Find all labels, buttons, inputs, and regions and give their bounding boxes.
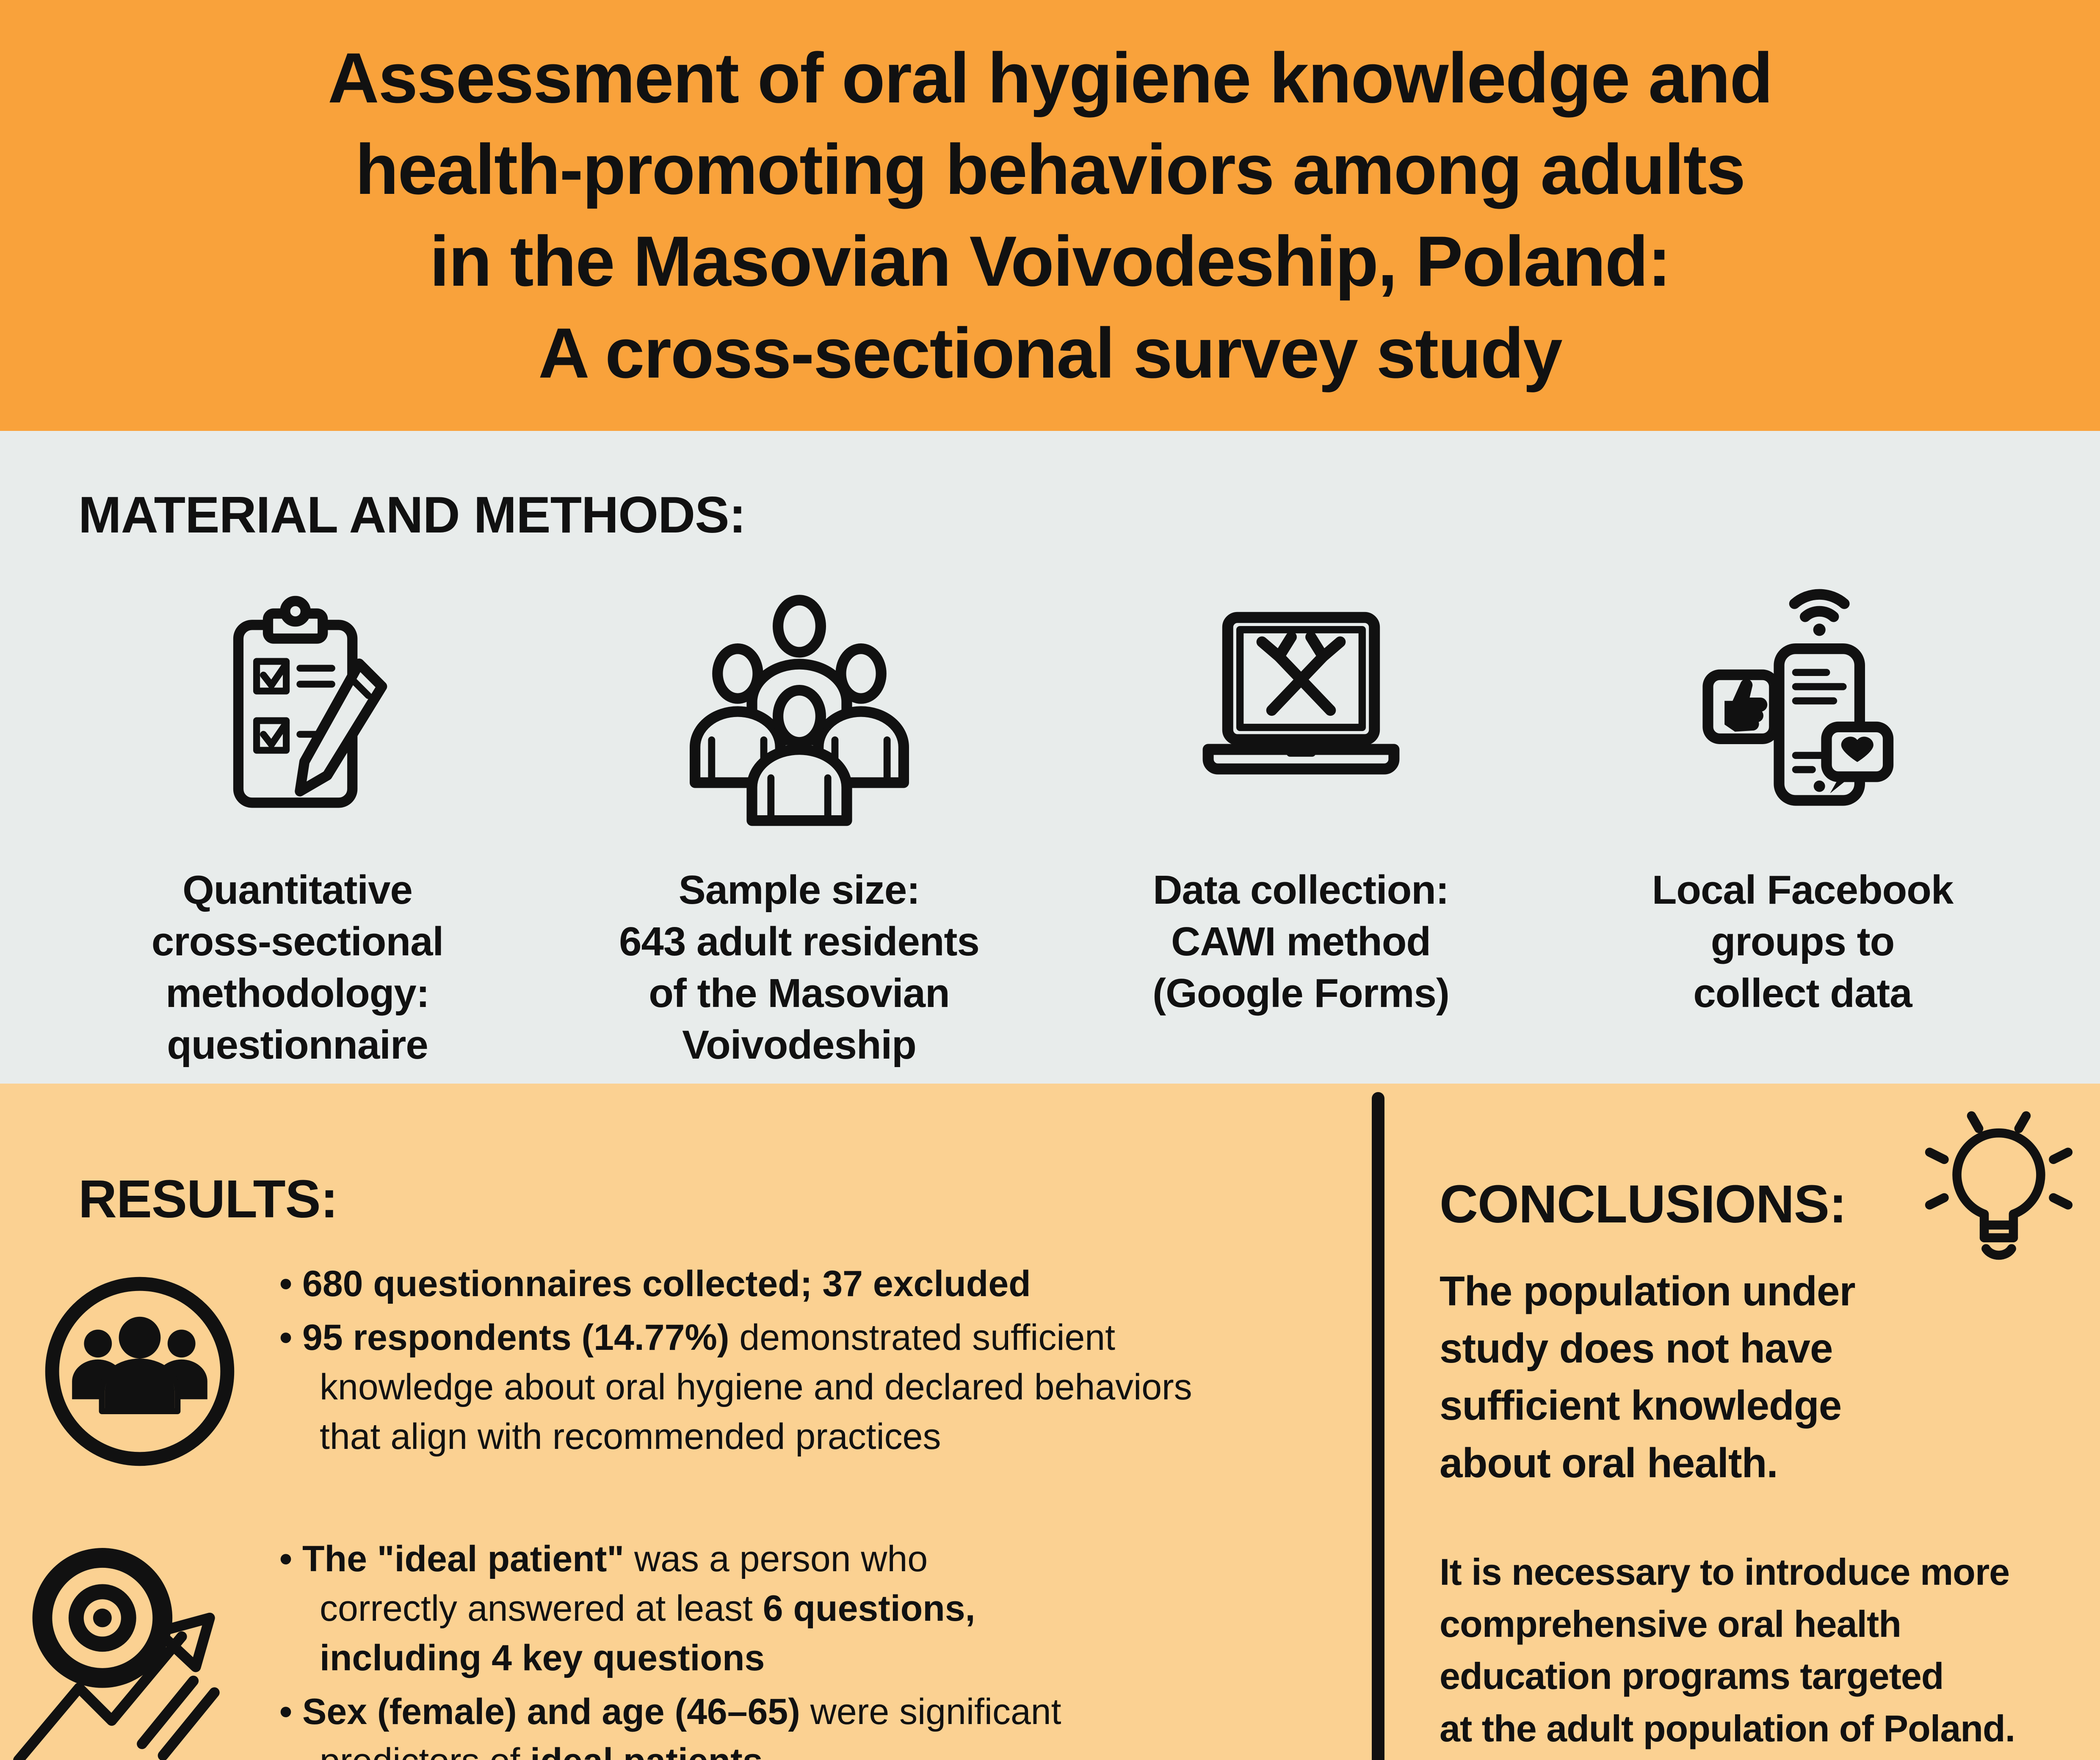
results-bullet: 95 respondents (14.77%) demonstrated suf… [279, 1313, 1338, 1462]
method-item-facebook: Local Facebook groups to collect data [1552, 574, 2053, 1071]
conclusion-paragraph-2: It is necessary to introduce more compre… [1440, 1550, 2015, 1749]
method-item-questionnaire: Quantitative cross-sectional methodology… [47, 574, 548, 1071]
method-caption: Data collection: CAWI method (Google For… [1152, 867, 1450, 1016]
results-bullet: Sex (female) and age (46–65) were signif… [279, 1687, 1338, 1760]
methods-grid: Quantitative cross-sectional methodology… [0, 544, 2100, 1071]
method-caption: Quantitative cross-sectional methodology… [151, 867, 444, 1068]
people-group-icon [681, 574, 918, 849]
header: Assessment of oral hygiene knowledge and… [0, 0, 2100, 431]
page-title: Assessment of oral hygiene knowledge and… [328, 38, 1773, 393]
results-bullet: The "ideal patient" was a person who cor… [279, 1534, 1338, 1683]
phone-social-icon [1684, 574, 1921, 849]
conclusions-section: CONCLUSIONS: The population under study … [1384, 1084, 2100, 1760]
conclusions-heading: CONCLUSIONS: [1440, 1174, 1847, 1234]
laptop-tools-icon [1178, 574, 1424, 849]
people-circle-icon [0, 1259, 279, 1471]
results-bullet-list: The "ideal patient" was a person who cor… [279, 1534, 1372, 1760]
results-section: RESULTS: [0, 1084, 1372, 1760]
results-bullet-list: 680 questionnaires collected; 37 exclude… [279, 1259, 1372, 1466]
target-growth-icon [0, 1534, 279, 1760]
conclusion-paragraph-1: The population under study does not have… [1440, 1268, 1856, 1486]
bottom-section: RESULTS: [0, 1084, 2100, 1760]
method-caption: Sample size: 643 adult residents of the … [619, 867, 980, 1068]
results-group-ideal-patient: The "ideal patient" was a person who cor… [0, 1534, 1372, 1760]
results-heading: RESULTS: [78, 1169, 338, 1229]
methods-heading: MATERIAL AND METHODS: [78, 486, 746, 543]
lightbulb-icon [1908, 1103, 2090, 1287]
method-item-sample: Sample size: 643 adult residents of the … [548, 574, 1050, 1071]
clipboard-checklist-icon [183, 574, 412, 849]
method-item-data-collection: Data collection: CAWI method (Google For… [1050, 574, 1552, 1071]
methods-section: MATERIAL AND METHODS: [0, 431, 2100, 1084]
results-group-respondents: 680 questionnaires collected; 37 exclude… [0, 1259, 1372, 1471]
results-bullet: 680 questionnaires collected; 37 exclude… [279, 1259, 1338, 1309]
section-divider [1372, 1092, 1384, 1760]
method-caption: Local Facebook groups to collect data [1652, 867, 1954, 1016]
